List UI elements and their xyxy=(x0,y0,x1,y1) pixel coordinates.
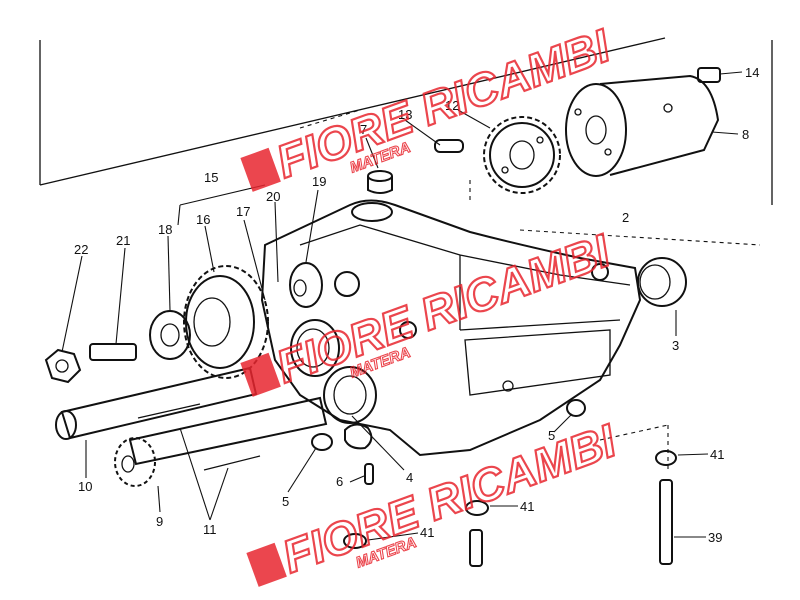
callout-17: 17 xyxy=(236,204,250,219)
watermark-bottom: FIORE RICAMBI MATERA xyxy=(246,413,625,587)
callout-16: 16 xyxy=(196,212,210,227)
callout-41-left: 41 xyxy=(420,525,434,540)
callout-18: 18 xyxy=(158,222,172,237)
svg-text:FIORE RICAMBI: FIORE RICAMBI xyxy=(270,19,618,188)
callout-20: 20 xyxy=(266,189,280,204)
callout-3: 3 xyxy=(672,338,679,353)
bearing-3 xyxy=(637,257,687,307)
shafts xyxy=(55,366,328,487)
bearings-4 xyxy=(290,319,377,424)
callout-labels: 14 13 12 7 8 15 19 20 17 16 18 21 22 2 3… xyxy=(74,65,759,545)
callout-8: 8 xyxy=(742,127,749,142)
small-parts-top xyxy=(367,67,721,194)
callout-41-middle: 41 xyxy=(520,499,534,514)
small-parts-bottom xyxy=(311,399,677,567)
callout-7: 7 xyxy=(360,122,367,137)
callout-11: 11 xyxy=(203,522,217,537)
callout-13: 13 xyxy=(398,107,412,122)
watermark-middle: FIORE RICAMBI MATERA xyxy=(240,223,619,397)
leader-lines xyxy=(61,71,743,541)
gear-assembly-left xyxy=(149,262,323,379)
gear-12 xyxy=(483,116,561,194)
callout-21: 21 xyxy=(116,233,130,248)
callout-5-right: 5 xyxy=(548,428,555,443)
nut-and-stud xyxy=(44,343,137,384)
callout-5-left: 5 xyxy=(282,494,289,509)
callout-9: 9 xyxy=(156,514,163,529)
end-cover xyxy=(565,74,720,177)
svg-text:FIORE RICAMBI: FIORE RICAMBI xyxy=(276,414,624,583)
callout-2: 2 xyxy=(622,210,629,225)
callout-12: 12 xyxy=(445,98,459,113)
callout-41-right: 41 xyxy=(710,447,724,462)
callout-15: 15 xyxy=(204,170,218,185)
svg-text:FIORE RICAMBI: FIORE RICAMBI xyxy=(270,224,618,393)
callout-14: 14 xyxy=(745,65,759,80)
callout-19: 19 xyxy=(312,174,326,189)
callout-10: 10 xyxy=(78,479,92,494)
watermark-top: FIORE RICAMBI MATERA xyxy=(240,18,619,192)
callout-39: 39 xyxy=(708,530,722,545)
callout-22: 22 xyxy=(74,242,88,257)
callout-6: 6 xyxy=(336,474,343,489)
callout-4: 4 xyxy=(406,470,413,485)
frame-lines xyxy=(39,37,773,470)
gearbox-housing xyxy=(260,199,642,457)
